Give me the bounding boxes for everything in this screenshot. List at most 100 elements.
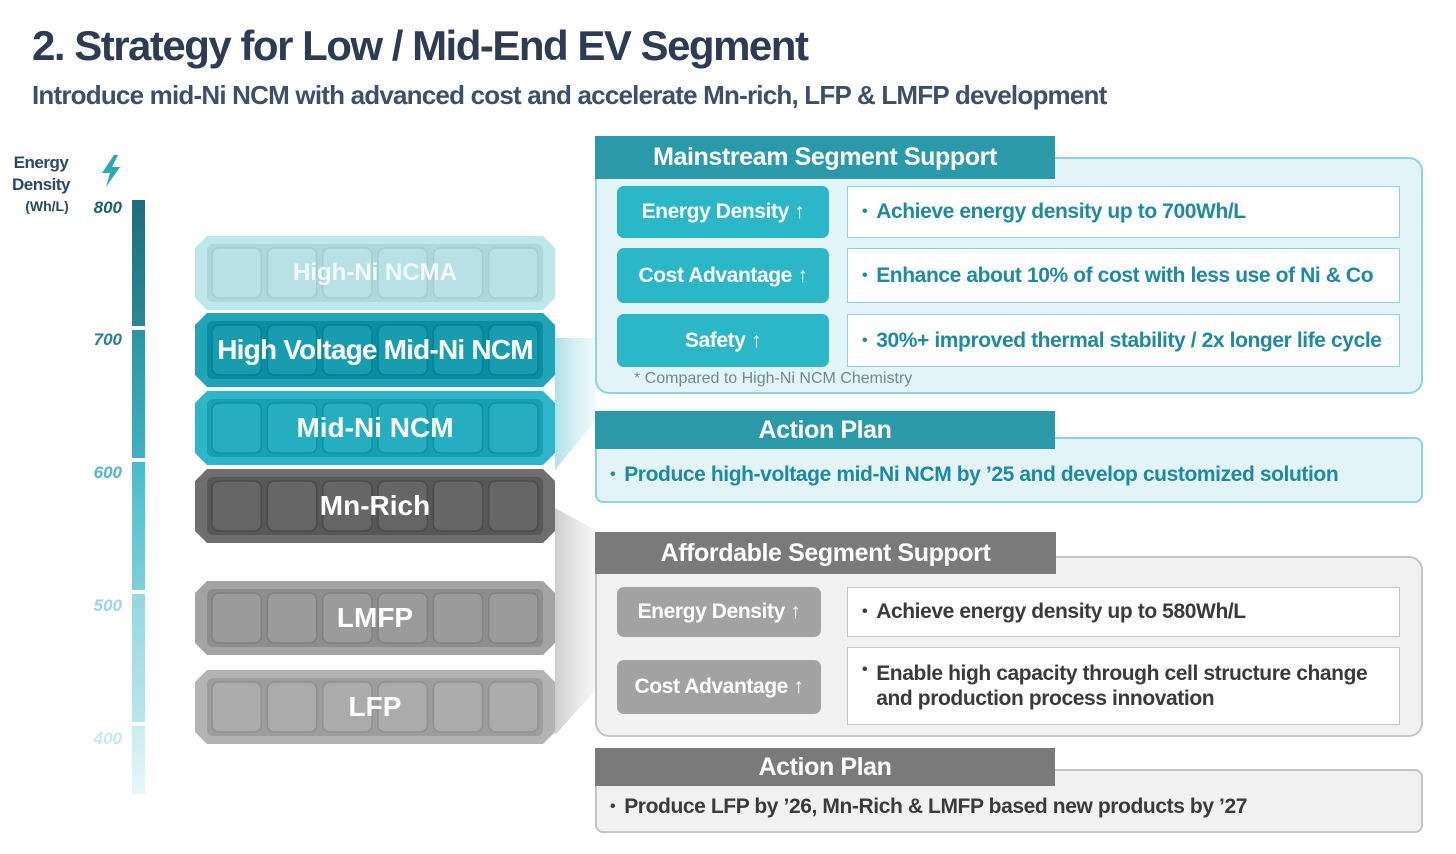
axis-bar-segment — [132, 594, 145, 722]
axis-tick-400: 400 — [93, 729, 122, 748]
row-text: 30%+ improved thermal stability / 2x lon… — [876, 328, 1382, 352]
cell-module — [487, 247, 539, 299]
page-subtitle: Introduce mid-Ni NCM with advanced cost … — [32, 80, 1107, 110]
cell-mid-ni-ncm: Mid-Ni NCM — [195, 391, 555, 465]
bullet-icon: • — [610, 466, 616, 483]
axis-tick-800: 800 — [93, 198, 122, 217]
cell-module — [321, 324, 373, 376]
lightning-icon — [102, 155, 120, 187]
cell-module — [432, 681, 484, 733]
cell-module — [211, 592, 263, 644]
cell-label: High-Ni NCMA — [293, 259, 457, 286]
row-text: Achieve energy density up to 700Wh/L — [876, 200, 1246, 223]
row-text: Enable high capacity through cell struct… — [876, 661, 1368, 711]
cell-module — [211, 402, 263, 454]
cell-module — [321, 592, 373, 644]
cell-module — [377, 592, 429, 644]
cell-module — [266, 402, 318, 454]
cell-module — [487, 324, 539, 376]
cell-module — [377, 681, 429, 733]
bullet-icon: • — [610, 798, 616, 815]
page-title: 2. Strategy for Low / Mid-End EV Segment — [32, 22, 809, 69]
cell-module — [377, 480, 429, 532]
row-text-line-2: and production process innovation — [876, 687, 1215, 710]
axis-tick-700: 700 — [93, 330, 122, 349]
cell-high-ni-ncma: High-Ni NCMA — [195, 236, 555, 310]
cell-high-voltage-mid-ni-ncm: High Voltage Mid-Ni NCM — [195, 313, 555, 387]
row-text: Achieve energy density up to 580Wh/L — [876, 600, 1246, 623]
bullet-icon: • — [862, 203, 868, 220]
mainstream-row-energy-density: • Achieve energy density up to 700Wh/L — [847, 186, 1400, 238]
cell-module — [487, 681, 539, 733]
cell-module — [432, 592, 484, 644]
cell-module — [487, 592, 539, 644]
cell-module — [321, 480, 373, 532]
mainstream-row-cost-advantage: • Enhance about 10% of cost with less use… — [847, 248, 1400, 303]
cell-module — [211, 480, 263, 532]
cell-label: Mid-Ni NCM — [296, 412, 454, 443]
pill-energy-density: Energy Density ↑ — [617, 186, 829, 238]
cell-module — [377, 324, 429, 376]
plan-text: Produce high-voltage mid-Ni NCM by ’25 a… — [624, 463, 1339, 486]
cell-lmfp: LMFP — [195, 581, 555, 655]
axis-tick-600: 600 — [93, 463, 122, 482]
bullet-icon: • — [862, 661, 868, 678]
battery-cell-icon — [195, 670, 555, 744]
cell-module — [211, 324, 263, 376]
row-text-line-1: Enable high capacity through cell struct… — [876, 662, 1368, 685]
affordable-row-energy-density: • Achieve energy density up to 580Wh/L — [847, 587, 1400, 637]
cell-module — [377, 402, 429, 454]
cell-module — [266, 247, 318, 299]
cell-module — [432, 247, 484, 299]
plan-text: Produce LFP by ’26, Mn-Rich & LMFP based… — [624, 795, 1248, 818]
battery-cell-icon — [195, 391, 555, 465]
mainstream-connector — [555, 338, 596, 470]
cell-module — [487, 402, 539, 454]
cell-label: Mn-Rich — [319, 490, 431, 521]
axis-tick-500: 500 — [93, 596, 122, 615]
axis-bar-segment — [132, 462, 145, 590]
affordable-connector — [555, 508, 596, 735]
cell-module — [211, 247, 263, 299]
cell-module — [266, 592, 318, 644]
battery-cell-icon — [195, 236, 555, 310]
cell-module — [432, 324, 484, 376]
cell-module — [321, 681, 373, 733]
pill-energy-density-affordable: Energy Density ↑ — [617, 587, 821, 637]
axis-bar-segment — [132, 330, 145, 458]
battery-cell-icon — [195, 469, 555, 543]
bullet-icon: • — [862, 331, 868, 349]
cell-module — [266, 324, 318, 376]
battery-cell-icon — [195, 313, 555, 387]
cell-lfp: LFP — [195, 670, 555, 744]
action-plan-1-header: Action Plan — [595, 411, 1055, 449]
mainstream-header: Mainstream Segment Support — [595, 136, 1055, 179]
footnote: * Compared to High-Ni NCM Chemistry — [634, 370, 913, 387]
axis-bar-segment — [132, 200, 145, 326]
action-plan-2-text: • Produce LFP by ’26, Mn-Rich & LMFP base… — [610, 785, 1247, 829]
pill-safety: Safety ↑ — [617, 314, 829, 367]
pill-cost-advantage: Cost Advantage ↑ — [617, 248, 829, 303]
action-plan-1-text: • Produce high-voltage mid-Ni NCM by ’25 … — [610, 452, 1339, 498]
cell-module — [266, 681, 318, 733]
mainstream-row-safety: • 30%+ improved thermal stability / 2x lo… — [847, 314, 1400, 367]
bullet-icon: • — [862, 266, 868, 284]
cell-label: LFP — [348, 691, 402, 722]
row-text: Enhance about 10% of cost with less use … — [876, 263, 1374, 287]
cell-module — [432, 402, 484, 454]
battery-cell-icon — [195, 581, 555, 655]
axis-bar-segment — [132, 726, 145, 794]
cell-module — [321, 247, 373, 299]
affordable-header: Affordable Segment Support — [595, 532, 1056, 574]
cell-module — [432, 480, 484, 532]
bullet-icon: • — [862, 603, 868, 620]
affordable-row-cost-advantage: • Enable high capacity through cell stru… — [847, 647, 1400, 725]
axis-title: Energy Density — [12, 153, 70, 194]
cell-label: LMFP — [336, 602, 414, 633]
pill-cost-advantage-affordable: Cost Advantage ↑ — [617, 660, 821, 714]
axis-unit: (Wh/L) — [25, 198, 69, 214]
action-plan-2-header: Action Plan — [595, 748, 1055, 786]
cell-module — [487, 480, 539, 532]
cell-module — [377, 247, 429, 299]
cell-mn-rich: Mn-Rich — [195, 469, 555, 543]
